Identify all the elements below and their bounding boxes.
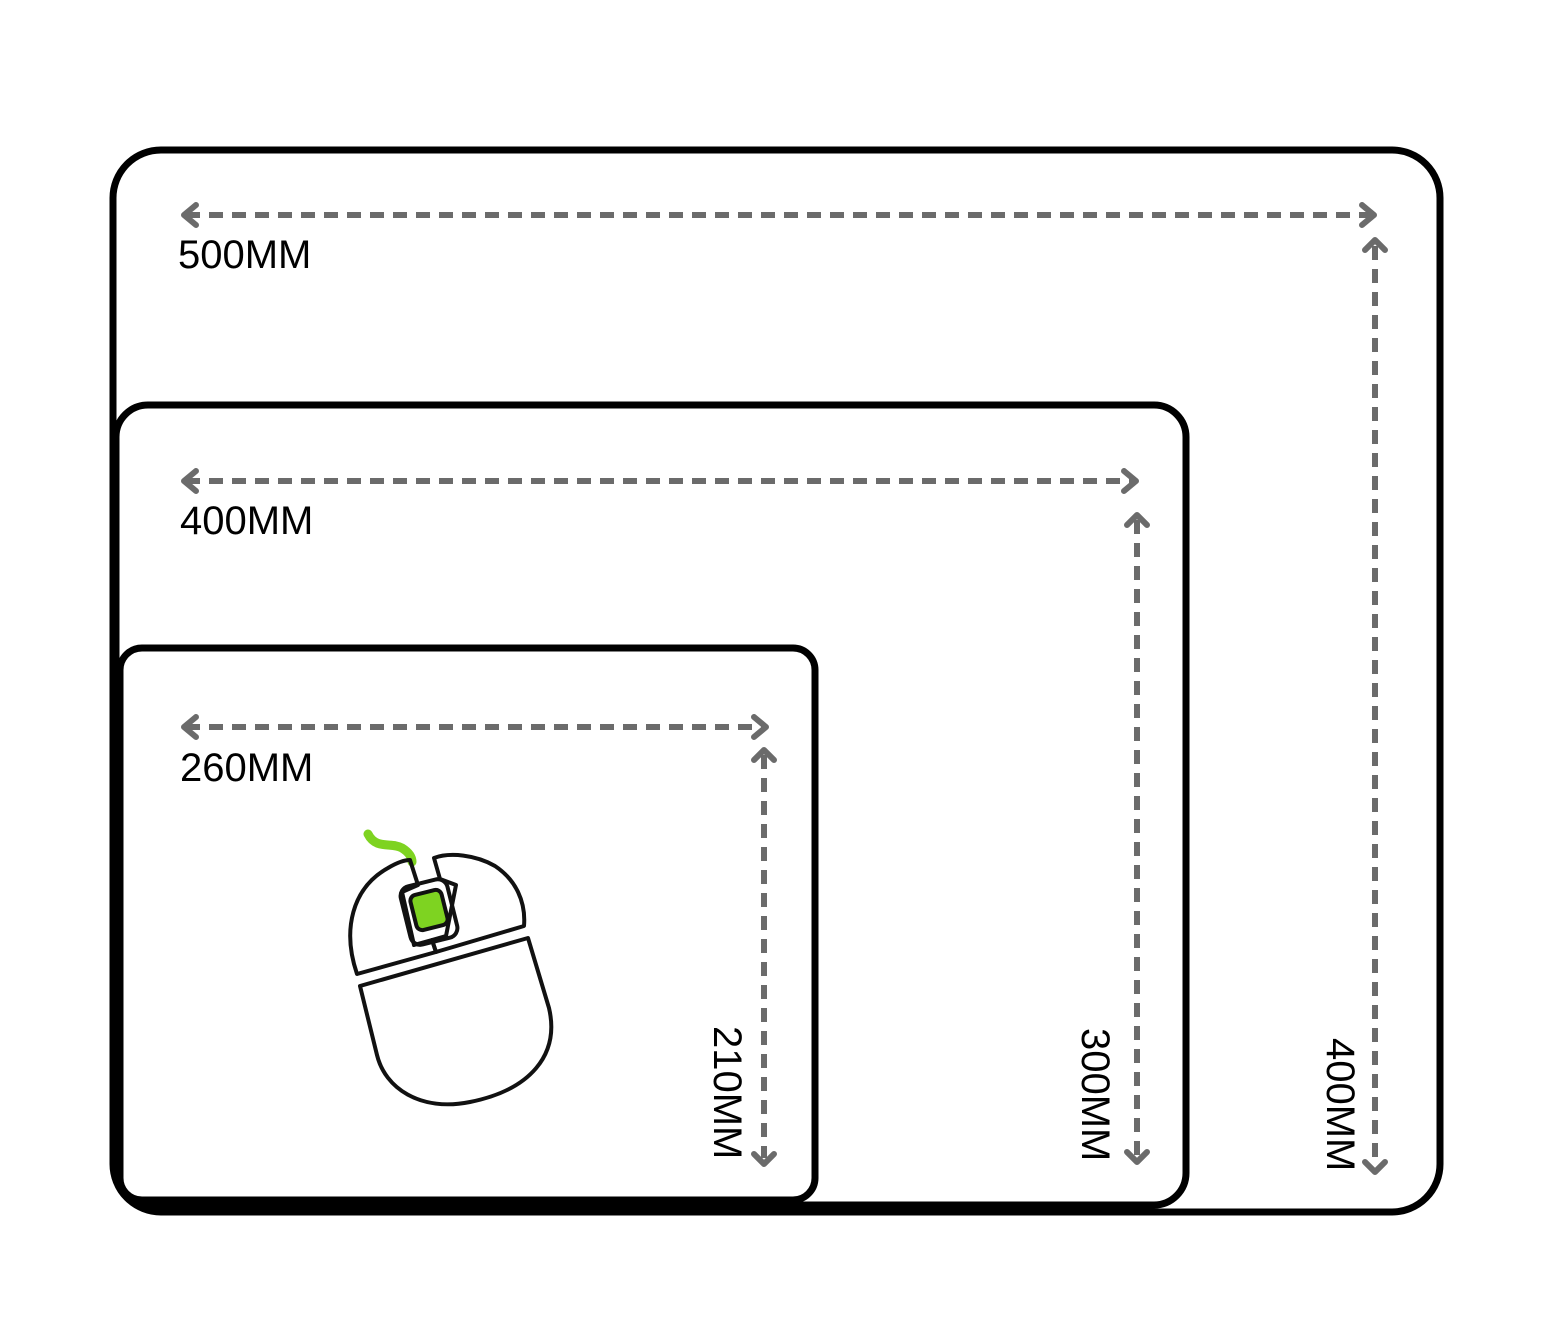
mouse-wheel [408, 887, 450, 933]
pad-large-height-label: 400MM [1318, 1038, 1362, 1171]
pad-medium-height-arrow-bottom [1124, 1149, 1150, 1165]
pad-small-outline [116, 644, 819, 1204]
pad-small-height-arrow-top [751, 747, 777, 763]
pad-medium-width-label: 400MM [180, 499, 313, 543]
pad-small: 260MM 210MM [116, 644, 819, 1204]
pad-large-width-arrow-right [1359, 202, 1377, 228]
mouse-cable [363, 829, 417, 867]
pad-large-height-arrow-bottom [1362, 1159, 1388, 1175]
mouse-right-button [430, 852, 527, 954]
pad-small-height-label: 210MM [705, 1026, 749, 1159]
pad-small-width-label: 260MM [180, 746, 313, 790]
mouse-wheel-housing [398, 877, 460, 947]
pad-large-height-arrow-top [1362, 237, 1388, 253]
pad-medium-width-arrow-left [181, 468, 199, 494]
pad-small-width-arrow-right [751, 714, 769, 740]
pad-medium-height-arrow-top [1124, 512, 1150, 528]
pad-small-height-arrow-bottom [751, 1151, 777, 1167]
mouse-body [358, 936, 554, 1107]
pad-large-width-label: 500MM [178, 233, 311, 277]
pad-small-width-arrow-left [181, 714, 199, 740]
pad-medium-width-arrow-right [1121, 468, 1139, 494]
mouse-icon [348, 829, 554, 1107]
pad-medium-height-label: 300MM [1073, 1028, 1117, 1161]
pad-large-width-arrow-left [181, 202, 199, 228]
